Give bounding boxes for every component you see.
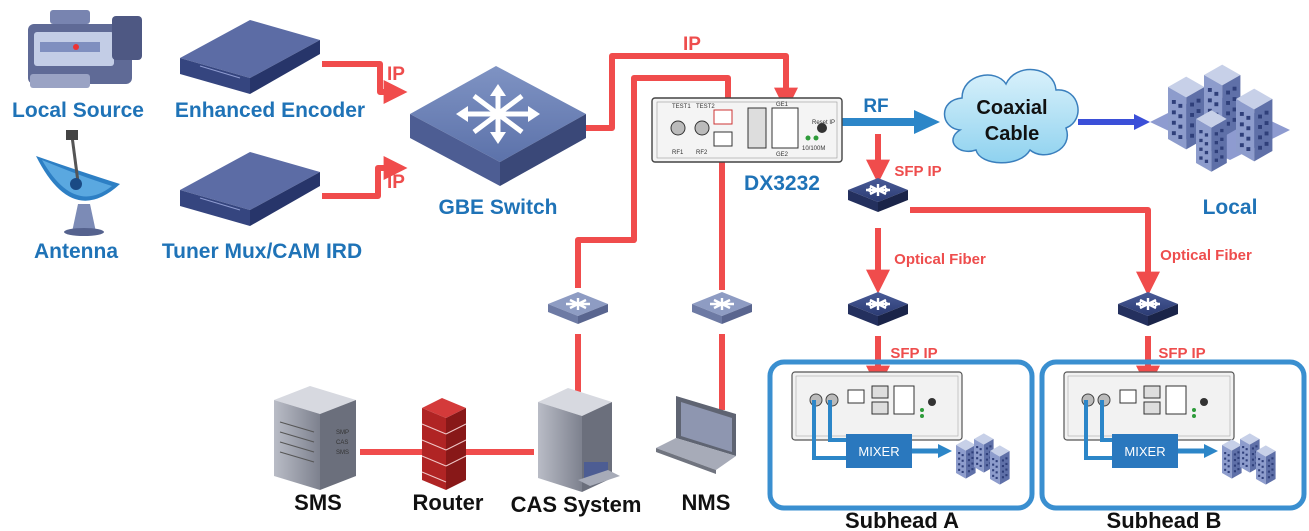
mixer-b-arrow <box>1204 444 1218 458</box>
server-text-2: CAS <box>336 440 348 446</box>
enhanced-encoder-label: Enhanced Encoder <box>175 99 365 122</box>
link-encoder-to-switch <box>322 61 408 104</box>
gbe-switch-label: GBE Switch <box>438 196 557 219</box>
local-label: Local <box>1203 196 1258 219</box>
dx-ge2: GE2 <box>776 152 789 158</box>
coax-arrow-head <box>1134 114 1150 130</box>
nms-switch <box>690 290 754 326</box>
laptop-icon <box>656 396 736 474</box>
network-switch-icon <box>410 66 586 186</box>
dx3232-label: DX3232 <box>744 172 820 195</box>
sms-label: SMS <box>294 490 342 515</box>
sfp-ip-label-b: SFP IP <box>1158 345 1205 362</box>
satellite-dish-icon <box>36 130 120 236</box>
optical-fiber-label-a: Optical Fiber <box>894 251 986 268</box>
subhead-a-device <box>791 371 963 441</box>
link-switch-to-dx3232 <box>586 53 798 131</box>
antenna-label: Antenna <box>34 240 118 263</box>
sfp-ip-label-a: SFP IP <box>890 345 937 362</box>
brick-wall-icon <box>421 398 467 490</box>
link-fiber-b <box>910 207 1160 296</box>
nms-label: NMS <box>682 490 731 515</box>
coaxial-label-line2: Cable <box>985 123 1039 145</box>
ip-label-top: IP <box>683 34 701 55</box>
rf-label: RF <box>863 96 888 117</box>
mixer-a-arrow <box>938 444 952 458</box>
dx-rf1: RF1 <box>672 150 684 156</box>
dx-reset-ip: Reset IP <box>812 120 835 126</box>
subhead-a-label: Subhead A <box>845 508 959 531</box>
local-source-label: Local Source <box>12 99 144 122</box>
sfp-switch-a <box>846 290 910 328</box>
subhead-b-label: Subhead B <box>1107 508 1222 531</box>
cas-switch <box>546 290 610 326</box>
computer-tower-icon <box>538 388 620 492</box>
cas-system-label: CAS System <box>511 492 642 517</box>
optical-fiber-label-b: Optical Fiber <box>1160 247 1252 264</box>
dx-test1: TEST1 <box>672 104 691 110</box>
mixer-a-box <box>846 434 912 468</box>
subhead-a-rf-link <box>812 400 846 460</box>
mixer-b-box <box>1112 434 1178 468</box>
subhead-a-box <box>767 359 1035 511</box>
rf-arrow-head <box>914 110 940 134</box>
server-text-1: SMP <box>336 430 349 436</box>
sfp-ip-label-main: SFP IP <box>894 163 941 180</box>
cloud-icon <box>943 68 1079 164</box>
buildings-icon <box>1150 64 1290 172</box>
tuner-mux-label: Tuner Mux/CAM IRD <box>162 240 362 263</box>
sfp-switch-b <box>1116 290 1180 328</box>
mixer-b-label: MIXER <box>1124 444 1165 459</box>
coaxial-label-line1: Coaxial <box>976 97 1047 119</box>
rack-unit-icon-tuner <box>180 152 320 226</box>
dx-test2: TEST2 <box>696 104 715 110</box>
link-dx3232-to-cas-switch <box>575 75 731 288</box>
buildings-icon-a <box>956 433 1010 485</box>
ip-label-encoder: IP <box>387 64 405 85</box>
dx-rf2: RF2 <box>696 150 708 156</box>
server-icon: SMP CAS SMS <box>274 386 356 490</box>
buildings-icon-b <box>1222 433 1276 485</box>
server-text-3: SMS <box>336 450 349 456</box>
subhead-b-device <box>1063 371 1235 441</box>
subhead-b-rf-link <box>1084 400 1114 460</box>
rack-unit-icon <box>180 20 320 94</box>
router-label: Router <box>413 490 484 515</box>
dx-ge1: GE1 <box>776 102 789 108</box>
ip-label-tuner: IP <box>387 172 405 193</box>
mixer-a-label: MIXER <box>858 444 899 459</box>
dx-speed: 10/100M <box>802 146 825 152</box>
dx3232-device: TEST1 TEST2 RF1 RF2 GE1 GE2 Reset IP 10/… <box>651 97 843 163</box>
subhead-b-box <box>1039 359 1307 511</box>
sfp-switch-main <box>846 176 910 214</box>
link-tuner-to-switch <box>322 156 408 199</box>
camera-icon <box>28 10 142 88</box>
